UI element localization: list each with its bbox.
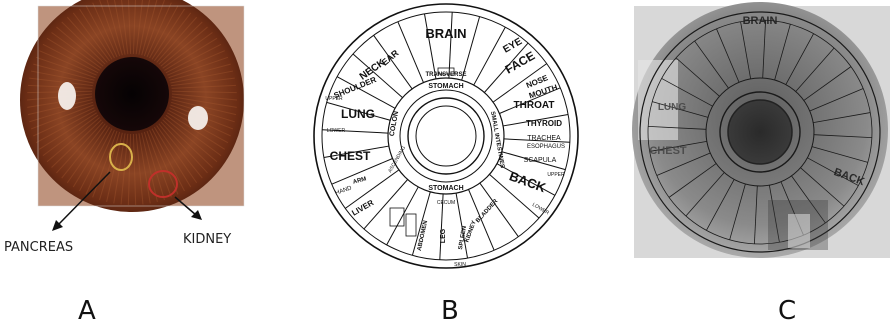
eye-photo bbox=[0, 0, 260, 260]
overlay-pupil bbox=[728, 100, 792, 164]
zone-arm: ARM bbox=[352, 176, 367, 185]
c-zone-chest: CHEST bbox=[649, 145, 687, 157]
zone-scapula: SCAPULA bbox=[524, 157, 557, 164]
c-zone-lung: LUNG bbox=[658, 102, 687, 113]
zone-colon: COLON bbox=[389, 111, 400, 137]
zone-lower: LOWER bbox=[327, 128, 346, 134]
kidney-label: KIDNEY bbox=[183, 232, 231, 247]
zone-eye: EYE bbox=[501, 36, 524, 56]
zone-divider bbox=[424, 14, 435, 79]
panel-b: BRAIN EYE FACE NOSE MOUTH THROAT THYROID… bbox=[300, 0, 600, 335]
zone-thyroid: THYROID bbox=[526, 119, 562, 128]
zone-lung: LUNG bbox=[341, 107, 375, 121]
panel-a-letter: A bbox=[78, 296, 96, 326]
panel-c-letter: C bbox=[778, 296, 796, 326]
c-zone-brain: BRAIN bbox=[743, 15, 778, 27]
iris-overlay-photo: BRAIN LUNG CHEST BACK bbox=[628, 0, 894, 270]
highlight-right bbox=[188, 106, 208, 130]
pupil bbox=[95, 57, 169, 131]
zone-throat: THROAT bbox=[514, 100, 555, 111]
zone-stomach-lower: STOMACH bbox=[428, 185, 463, 192]
zone-bladder: BLADDER bbox=[475, 198, 500, 224]
panel-c: BRAIN LUNG CHEST BACK C bbox=[628, 0, 894, 335]
zone-trachea: TRACHEA bbox=[527, 135, 561, 142]
zone-skin: SKIN bbox=[454, 262, 466, 268]
zone-transverse: TRANSVERSE bbox=[425, 72, 466, 78]
panel-a: PANCREAS KIDNEY A bbox=[0, 0, 260, 335]
zone-brain: BRAIN bbox=[425, 26, 466, 41]
zone-abdomen: ABDOMEN bbox=[417, 220, 429, 252]
zone-liver: LIVER bbox=[350, 198, 375, 218]
zone-stomach: STOMACH bbox=[428, 83, 463, 90]
zone-divider bbox=[474, 27, 506, 85]
zone-ear: EAR bbox=[380, 47, 401, 67]
zone-back: BACK bbox=[507, 168, 548, 195]
iridology-chart: BRAIN EYE FACE NOSE MOUTH THROAT THYROID… bbox=[300, 0, 600, 280]
zone-cecum: CECUM bbox=[437, 200, 455, 206]
zone-lower-back: LOWER bbox=[531, 202, 550, 217]
zone-leg: LEG bbox=[440, 228, 447, 243]
zone-divider bbox=[398, 22, 424, 83]
zone-upper: UPPER bbox=[325, 96, 343, 102]
zone-chest: CHEST bbox=[330, 149, 371, 163]
zone-esophagus: ESOPHAGUS bbox=[527, 144, 565, 150]
zone-hand: HAND bbox=[335, 185, 354, 197]
zone-upper-back: UPPER bbox=[547, 172, 565, 178]
pancreas-label: PANCREAS bbox=[4, 240, 73, 255]
highlight-left bbox=[58, 82, 76, 110]
panel-b-letter: B bbox=[441, 296, 459, 326]
